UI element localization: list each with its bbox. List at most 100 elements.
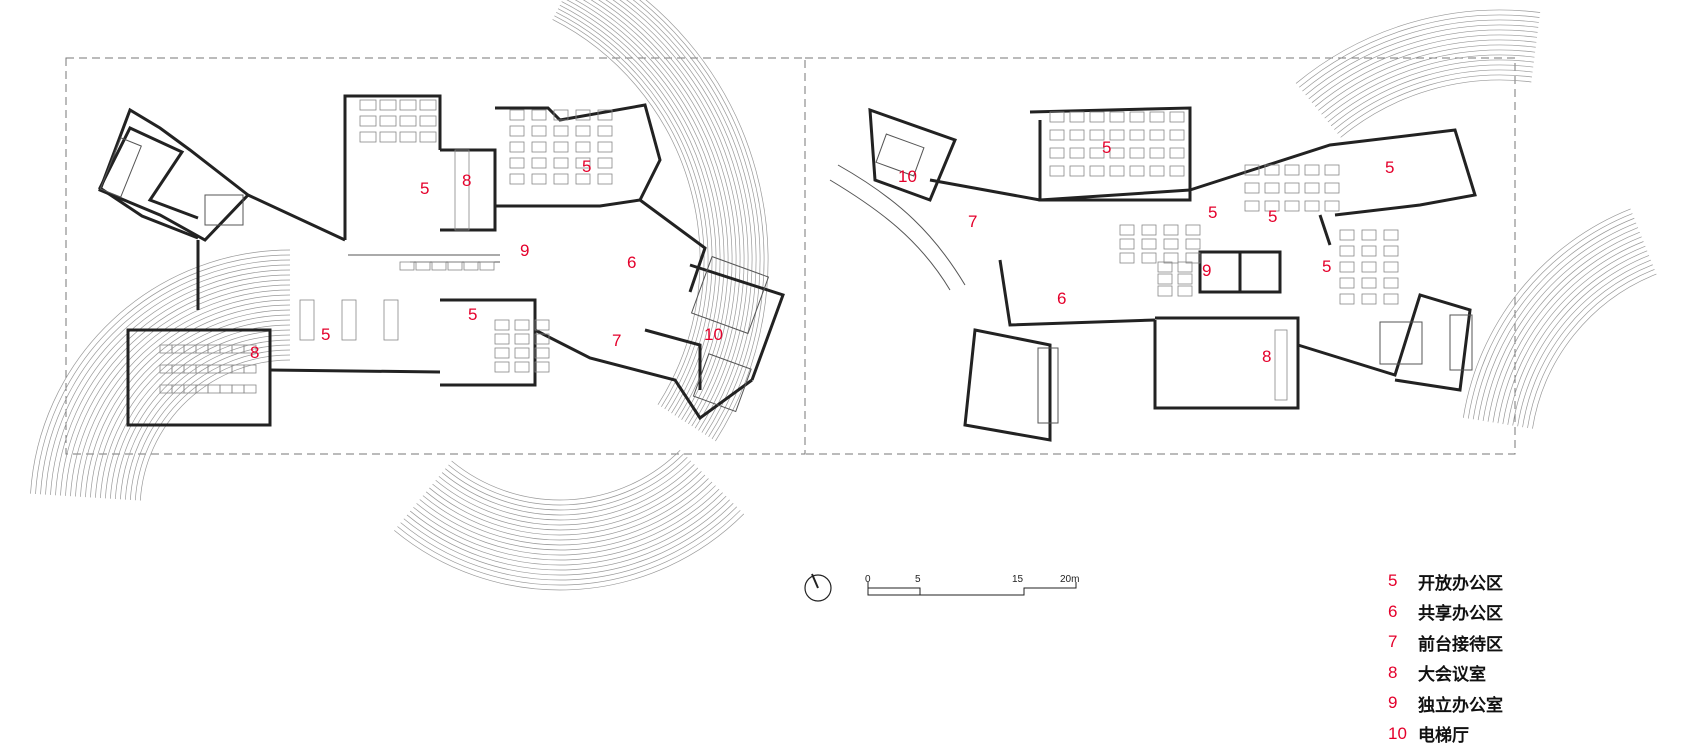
room-number: 5 [1268, 207, 1277, 226]
furniture-desk [419, 99, 437, 111]
furniture-desk [419, 131, 437, 143]
room-number: 5 [1208, 203, 1217, 222]
terrace-line [75, 294, 291, 497]
room-number: 9 [1202, 261, 1211, 280]
terrace-line [397, 510, 741, 586]
furniture-desk [1089, 147, 1105, 159]
terrace-line [65, 284, 291, 496]
terrace-line [1305, 24, 1539, 96]
furniture-desk [531, 157, 547, 169]
furniture-desk [1169, 147, 1185, 159]
room-number: 8 [250, 343, 259, 362]
room-number: 5 [1385, 158, 1394, 177]
terrace-line [406, 499, 730, 571]
furniture-desk [1149, 147, 1165, 159]
furniture-desk [243, 364, 257, 374]
room-number: 6 [627, 253, 636, 272]
furniture-desk [1244, 164, 1260, 176]
legend-label: 独立办公室 [1418, 695, 1503, 716]
furniture-desk [1119, 252, 1135, 264]
right-building [829, 106, 1477, 442]
legend-label: 大会议室 [1418, 665, 1486, 686]
terrace-line [590, 0, 737, 425]
terrace-line [1522, 264, 1653, 428]
legend-number: 7 [1388, 632, 1398, 652]
furniture-desk [1185, 224, 1201, 236]
furniture-desk [1383, 229, 1399, 241]
room-labels: 5 5 8 5 9 6 5 8 5 7 10 10 7 5 5 5 5 9 6 … [250, 138, 1394, 366]
furniture-desk [1169, 111, 1185, 123]
furniture-desk [1383, 277, 1399, 289]
legend-number: 8 [1388, 662, 1398, 682]
terrace-line [30, 249, 291, 494]
furniture-desk [1109, 129, 1125, 141]
furniture-desk [1069, 129, 1085, 141]
terrace-line [85, 304, 291, 498]
furniture-desk [243, 384, 257, 394]
terrace-hatch-right-top [1295, 9, 1541, 138]
room-number: 5 [582, 157, 591, 176]
terrace-line [1308, 29, 1538, 100]
terrace-line [1472, 217, 1635, 420]
legend-label: 共享办公区 [1418, 604, 1503, 625]
furniture-desk [553, 125, 569, 137]
terrace-line [552, 19, 701, 405]
furniture-desk [379, 99, 397, 111]
furniture-desk [531, 125, 547, 137]
furniture-desk [1264, 200, 1280, 212]
furniture-desk [1361, 229, 1377, 241]
furniture-desk [575, 157, 591, 169]
furniture-desk [447, 261, 463, 271]
site-boundary-right [805, 57, 1516, 455]
terrace-line [574, 0, 729, 420]
furniture-desk [514, 347, 530, 359]
furniture-desk [1109, 147, 1125, 159]
terrace-line [80, 299, 291, 497]
terrace-line [394, 513, 745, 591]
furniture-desk [1049, 129, 1065, 141]
furniture-desk [514, 319, 530, 331]
furniture-desk [1141, 238, 1157, 250]
furniture-desk [514, 361, 530, 373]
furniture-desk [1129, 129, 1145, 141]
terrace-line [1462, 208, 1631, 418]
terrace-line [105, 324, 291, 499]
terrace-line [632, 0, 761, 438]
terrace-line [60, 279, 291, 496]
furniture-desk [454, 149, 470, 231]
terrace-line [556, 11, 709, 410]
furniture-desk [1149, 129, 1165, 141]
terrace-line [1512, 255, 1650, 426]
furniture-desk [1339, 245, 1355, 257]
terrace-line [129, 349, 291, 500]
furniture-desk [1119, 224, 1135, 236]
legend-number: 9 [1388, 693, 1398, 713]
furniture-desk [243, 344, 257, 354]
terrace-hatch-left-center [394, 449, 745, 591]
furniture-desk [597, 109, 613, 121]
terrace-line [90, 309, 291, 498]
terrace-line [612, 0, 749, 431]
terrace-line [1327, 59, 1534, 123]
terrace-line [1492, 236, 1642, 423]
terrace-line [119, 339, 291, 500]
terrace-line [409, 495, 727, 566]
furniture-desk [1284, 164, 1300, 176]
room-number: 5 [420, 179, 429, 198]
furniture-desk [1304, 200, 1320, 212]
scale-tick-label: 0 [865, 574, 871, 585]
terrace-line [557, 8, 713, 412]
terrace-line [40, 259, 291, 495]
furniture-desk [1361, 293, 1377, 305]
furniture-desk [359, 131, 377, 143]
site-boundary-left [65, 57, 806, 455]
furniture-desk [1163, 238, 1179, 250]
furniture-desk [1177, 273, 1193, 285]
terrace-hatch-left-bottom [30, 249, 291, 501]
furniture-desk [1244, 200, 1260, 212]
terrace-line [1330, 64, 1534, 127]
furniture-desk [509, 109, 525, 121]
furniture-desk [1383, 293, 1399, 305]
